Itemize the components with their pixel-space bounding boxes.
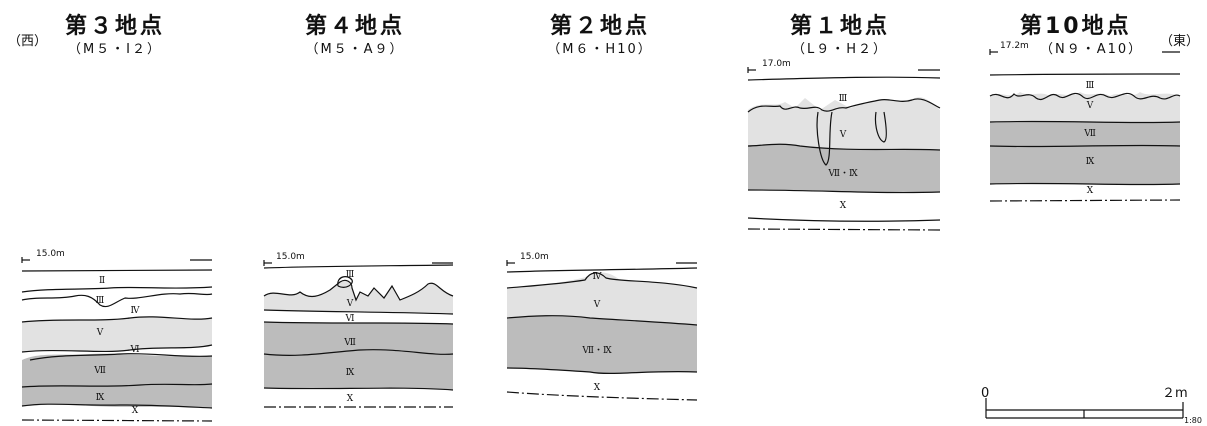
- site3-code: （M５・I２）: [67, 42, 163, 57]
- site2-layer-label: Ⅴ: [593, 300, 601, 310]
- site3-layer-label: Ⅳ: [131, 306, 141, 316]
- site3-layer-label: Ⅹ: [132, 406, 139, 416]
- site1-layer-label: Ⅴ: [839, 130, 847, 140]
- scale-end-label: ２m: [1162, 386, 1188, 401]
- site2-title: 第２地点: [549, 14, 650, 39]
- west-direction-label: （西）: [8, 34, 48, 49]
- site3-layer-label: Ⅲ: [96, 296, 105, 306]
- site10-layer-label: Ⅶ: [1083, 129, 1096, 139]
- site4-layer-v: [264, 280, 453, 314]
- site3-layer-label: Ⅶ: [93, 366, 106, 376]
- site4-elevation: 15.0m: [276, 252, 305, 262]
- site2-layer-label: Ⅹ: [594, 383, 601, 393]
- site3-layer-vii-ix: [22, 353, 212, 408]
- site1-code: （L９・H２）: [791, 42, 889, 57]
- site1-layer-v: [748, 97, 940, 150]
- site2-code: （M６・H10）: [547, 42, 653, 57]
- site2-layer-label: Ⅶ・Ⅸ: [581, 346, 612, 356]
- scale-start-label: 0: [981, 386, 989, 401]
- site4-title: 第４地点: [304, 14, 405, 39]
- site10-layer-label: Ⅲ: [1086, 81, 1095, 91]
- site3-title: 第３地点: [64, 14, 165, 39]
- site3-layer-label: Ⅱ: [99, 276, 105, 286]
- site10-layer-label: Ⅸ: [1086, 157, 1095, 167]
- site3-layer-label: Ⅵ: [129, 345, 139, 355]
- site1-elevation: 17.0m: [762, 59, 791, 69]
- site4-layer-label: Ⅲ: [346, 270, 355, 280]
- site10-layer-label: Ⅹ: [1087, 186, 1094, 196]
- site10-layer-label: Ⅴ: [1086, 101, 1094, 111]
- site2-elevation: 15.0m: [520, 252, 549, 262]
- site4-layer-label: Ⅸ: [346, 368, 355, 378]
- site1-title: 第１地点: [789, 14, 890, 39]
- site10-title: 第10地点: [1020, 14, 1132, 39]
- scale-bar: [985, 398, 1184, 419]
- site3-layer-v: [22, 316, 212, 352]
- site2-layer-v: [507, 272, 697, 325]
- site1-layer-label: Ⅶ・Ⅸ: [827, 169, 858, 179]
- site10-section: [989, 49, 1181, 202]
- site2-layer-label: Ⅳ: [593, 272, 603, 282]
- site3-section: [21, 257, 213, 422]
- site3-layer-label: Ⅴ: [96, 328, 104, 338]
- site1-section: [747, 67, 941, 231]
- east-direction-label: （東）: [1160, 34, 1200, 49]
- site1-layer-label: Ⅹ: [840, 201, 847, 211]
- site4-section: [263, 260, 454, 408]
- site10-layer-vii-ix: [990, 121, 1180, 185]
- site1-layer-label: Ⅲ: [839, 94, 848, 104]
- site10-code: （N９・A10）: [1040, 42, 1144, 57]
- site10-layer-v: [990, 92, 1180, 123]
- site3-elevation: 15.0m: [36, 249, 65, 259]
- site2-section: [506, 260, 698, 401]
- site4-layer-label: Ⅴ: [346, 299, 354, 309]
- site4-code: （M５・A９）: [305, 42, 405, 57]
- site4-layer-label: Ⅵ: [344, 314, 354, 324]
- scale-ratio-label: 1:80: [1184, 416, 1202, 425]
- site4-layer-label: Ⅹ: [347, 394, 354, 404]
- site4-layer-label: Ⅶ: [343, 338, 356, 348]
- site2-layer-vii-ix: [507, 315, 697, 374]
- site3-layer-label: Ⅸ: [96, 393, 105, 403]
- site10-elevation: 17.2m: [1000, 41, 1029, 51]
- site4-layer-vii-ix: [264, 322, 453, 390]
- site1-layer-vii-ix: [748, 144, 940, 193]
